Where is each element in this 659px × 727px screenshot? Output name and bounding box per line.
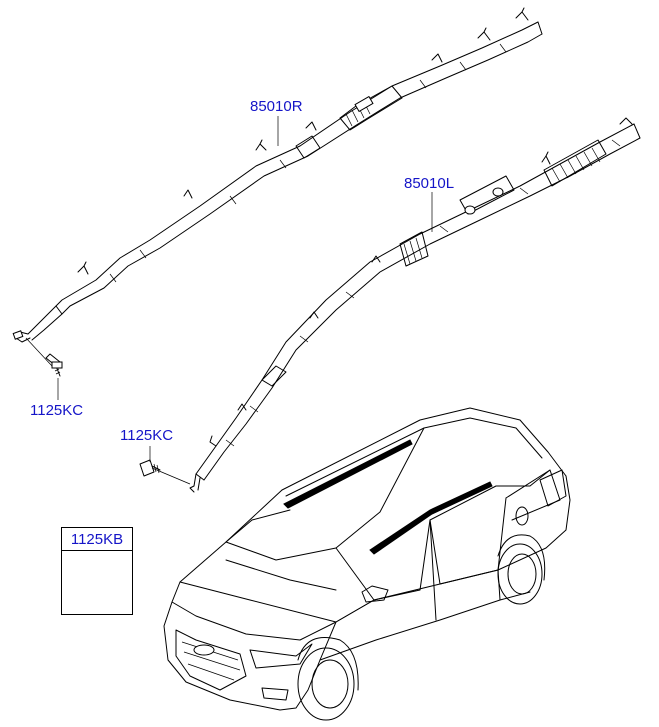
- curtain-airbag-left-icon: [189, 117, 641, 493]
- car-icon: [163, 407, 571, 721]
- callout-1125kc-upper: 1125KC: [30, 402, 84, 419]
- bolt-upper-icon: [25, 337, 63, 377]
- bolt-lower-icon: [139, 459, 191, 485]
- callout-85010r: 85010R: [250, 98, 303, 115]
- inset-header: 1125KB: [62, 528, 132, 551]
- callout-85010l: 85010L: [404, 175, 455, 192]
- inset-box-1125kb: 1125KB: [61, 527, 133, 615]
- callout-1125kc-lower: 1125KC: [120, 427, 174, 444]
- curtain-airbag-right-icon: [12, 7, 543, 343]
- callout-1125kb: 1125KB: [70, 530, 124, 548]
